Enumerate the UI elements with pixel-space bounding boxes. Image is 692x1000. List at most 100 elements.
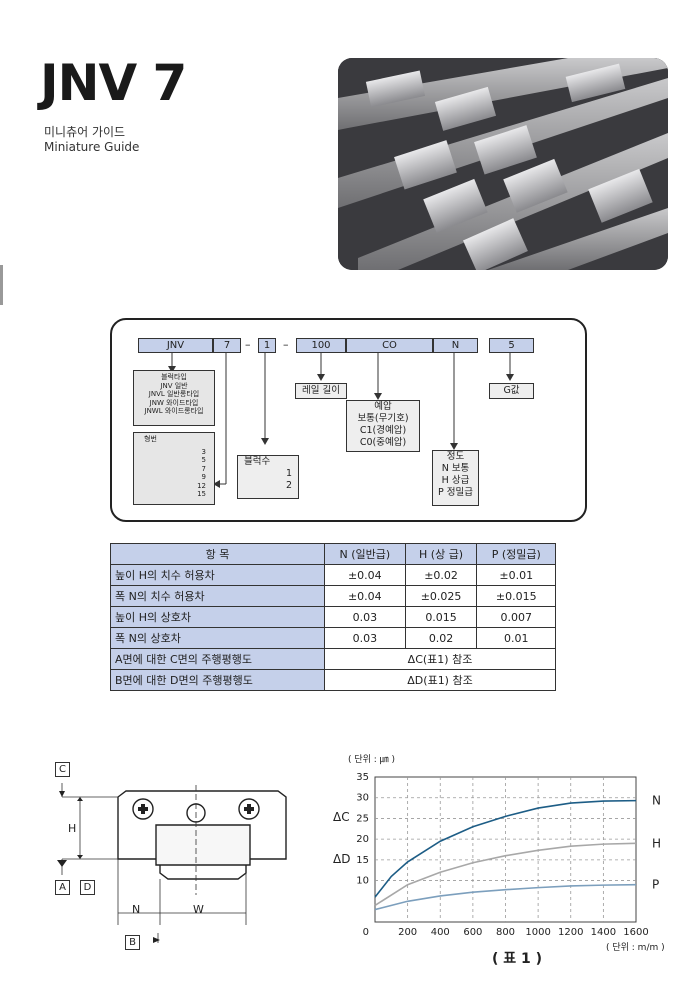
block-type-item: JNW 와이드타입 — [149, 398, 199, 407]
x-tick-label: 1600 — [623, 927, 648, 938]
block-count-value: 2 — [285, 480, 292, 491]
accuracy-line: H 상급 — [441, 475, 470, 486]
cell-value: ±0.01 — [476, 564, 556, 586]
row-label: B면에 대한 D면의 주행평행도 — [110, 669, 325, 691]
subtitle-korean: 미니츄어 가이드 — [44, 125, 126, 139]
y-tick-label: 30 — [356, 793, 369, 804]
accuracy-line: P 정밀급 — [438, 487, 473, 498]
table-header: P (정밀급) — [476, 543, 556, 565]
table-header: 항 목 — [110, 543, 325, 565]
size-item: 9 — [201, 473, 206, 481]
cell-value: ±0.04 — [324, 585, 406, 607]
rail-length-box: 레일 길이 — [295, 383, 347, 399]
part-number-diagram — [110, 318, 587, 522]
size-item: 15 — [197, 490, 206, 498]
y-label-delta-d: ΔD — [333, 852, 351, 866]
x-tick-label: 200 — [398, 927, 417, 938]
code-accuracy: N — [433, 338, 478, 353]
code-block-count: 1 — [258, 338, 276, 353]
preload-line: 예압 — [374, 401, 392, 412]
subtitle-english: Miniature Guide — [44, 140, 140, 154]
code-connectors — [168, 353, 514, 488]
table-row: 높이 H의 상호차 0.03 0.015 0.007 — [110, 606, 556, 628]
height-h-label: H — [68, 822, 77, 835]
surface-a-label: A — [55, 880, 70, 895]
product-photo — [338, 58, 668, 270]
code-dash: – — [283, 338, 289, 351]
table-header-row: 항 목 N (일반급) H (상 급) P (정밀급) — [110, 543, 556, 565]
table-header: H (상 급) — [404, 543, 478, 565]
y-tick-label: 0 — [363, 927, 369, 938]
y-tick-label: 25 — [356, 813, 369, 824]
accuracy-box: 정도 N 보통 H 상급 P 정밀급 — [432, 450, 479, 506]
row-label: 높이 H의 상호차 — [110, 606, 325, 628]
block-count-box: 블럭수 1 2 — [237, 455, 299, 499]
y-tick-label: 10 — [356, 876, 369, 887]
size-heading: 형번 — [144, 435, 157, 443]
surface-b-label: B — [125, 935, 140, 950]
preload-line: C0(중예압) — [359, 437, 407, 448]
preload-line: C1(경예압) — [359, 425, 407, 436]
width-n-label: N — [132, 903, 141, 916]
cell-value: ±0.015 — [476, 585, 556, 607]
preload-box: 예압 보통(무기호) C1(경예압) C0(중예압) — [346, 400, 420, 452]
page-edge-mark — [0, 265, 3, 305]
x-tick-label: 800 — [496, 927, 515, 938]
row-label: 폭 N의 상호차 — [110, 627, 325, 649]
g-value-box: G값 — [489, 383, 534, 399]
block-count-label: 블럭수 — [244, 456, 271, 467]
series-label-n: N — [652, 794, 661, 808]
x-tick-label: 1400 — [591, 927, 616, 938]
y-tick-label: 15 — [356, 855, 369, 866]
code-dash: – — [245, 338, 251, 351]
size-item: 3 — [201, 447, 206, 456]
table-row: 폭 N의 상호차 0.03 0.02 0.01 — [110, 627, 556, 649]
size-item: 7 — [201, 464, 206, 473]
block-type-box: 블럭타입 JNV 일반 JNVL 일반롱타입 JNW 와이드타입 JNWL 와이… — [133, 370, 215, 426]
table-row: 높이 H의 치수 허용차 ±0.04 ±0.02 ±0.01 — [110, 564, 556, 586]
cell-value: 0.02 — [404, 627, 478, 649]
cell-value: ΔC(표1) 참조 — [324, 648, 556, 670]
cell-value: 0.01 — [476, 627, 556, 649]
table-row: B면에 대한 D면의 주행평행도 ΔD(표1) 참조 — [110, 669, 556, 691]
x-tick-label: 600 — [463, 927, 482, 938]
cross-section-drawing — [57, 783, 287, 943]
code-size: 7 — [213, 338, 241, 353]
block-type-item: JNWL 와이드롱타입 — [144, 407, 204, 415]
code-rail-length: 100 — [296, 338, 346, 353]
chart-caption: ( 표 1 ) — [492, 951, 543, 967]
x-tick-label: 400 — [431, 927, 450, 938]
cell-value: 0.007 — [476, 606, 556, 628]
row-label: A면에 대한 C면의 주행평행도 — [110, 648, 325, 670]
size-item: 5 — [201, 456, 206, 464]
block-type-heading: 블럭타입 — [161, 373, 187, 381]
series-label-h: H — [652, 836, 661, 850]
block-count-value: 1 — [285, 468, 292, 479]
cell-value: ±0.025 — [404, 585, 478, 607]
cell-value: 0.015 — [404, 606, 478, 628]
cell-value: ±0.02 — [404, 564, 478, 586]
series-label-p: P — [652, 878, 659, 892]
preload-line: 보통(무기호) — [357, 413, 409, 424]
surface-c-label: C — [55, 762, 70, 777]
cell-value: 0.03 — [324, 606, 406, 628]
code-g-value: 5 — [489, 338, 534, 353]
y-tick-label: 35 — [356, 772, 369, 783]
surface-d-label: D — [80, 880, 95, 895]
x-unit-label: ( 단위 : m/m ) — [606, 943, 665, 953]
page-title: JNV 7 — [40, 54, 187, 112]
table-header: N (일반급) — [324, 543, 406, 565]
y-tick-label: 20 — [356, 834, 369, 845]
x-tick-label: 1200 — [558, 927, 583, 938]
code-series: JNV — [138, 338, 213, 353]
accuracy-table: 항 목 N (일반급) H (상 급) P (정밀급) 높이 H의 치수 허용차… — [110, 543, 556, 691]
cell-value: ±0.04 — [324, 564, 406, 586]
size-box: 형번 3 5 7 9 12 15 — [133, 432, 215, 505]
row-label: 높이 H의 치수 허용차 — [110, 564, 325, 586]
cell-value: 0.03 — [324, 627, 406, 649]
block-type-item: JNV 일반 — [160, 381, 188, 390]
y-unit-label: ( 단위 : ㎛ ) — [348, 755, 396, 765]
table-row: 폭 N의 치수 허용차 ±0.04 ±0.025 ±0.015 — [110, 585, 556, 607]
width-w-label: W — [193, 903, 204, 916]
